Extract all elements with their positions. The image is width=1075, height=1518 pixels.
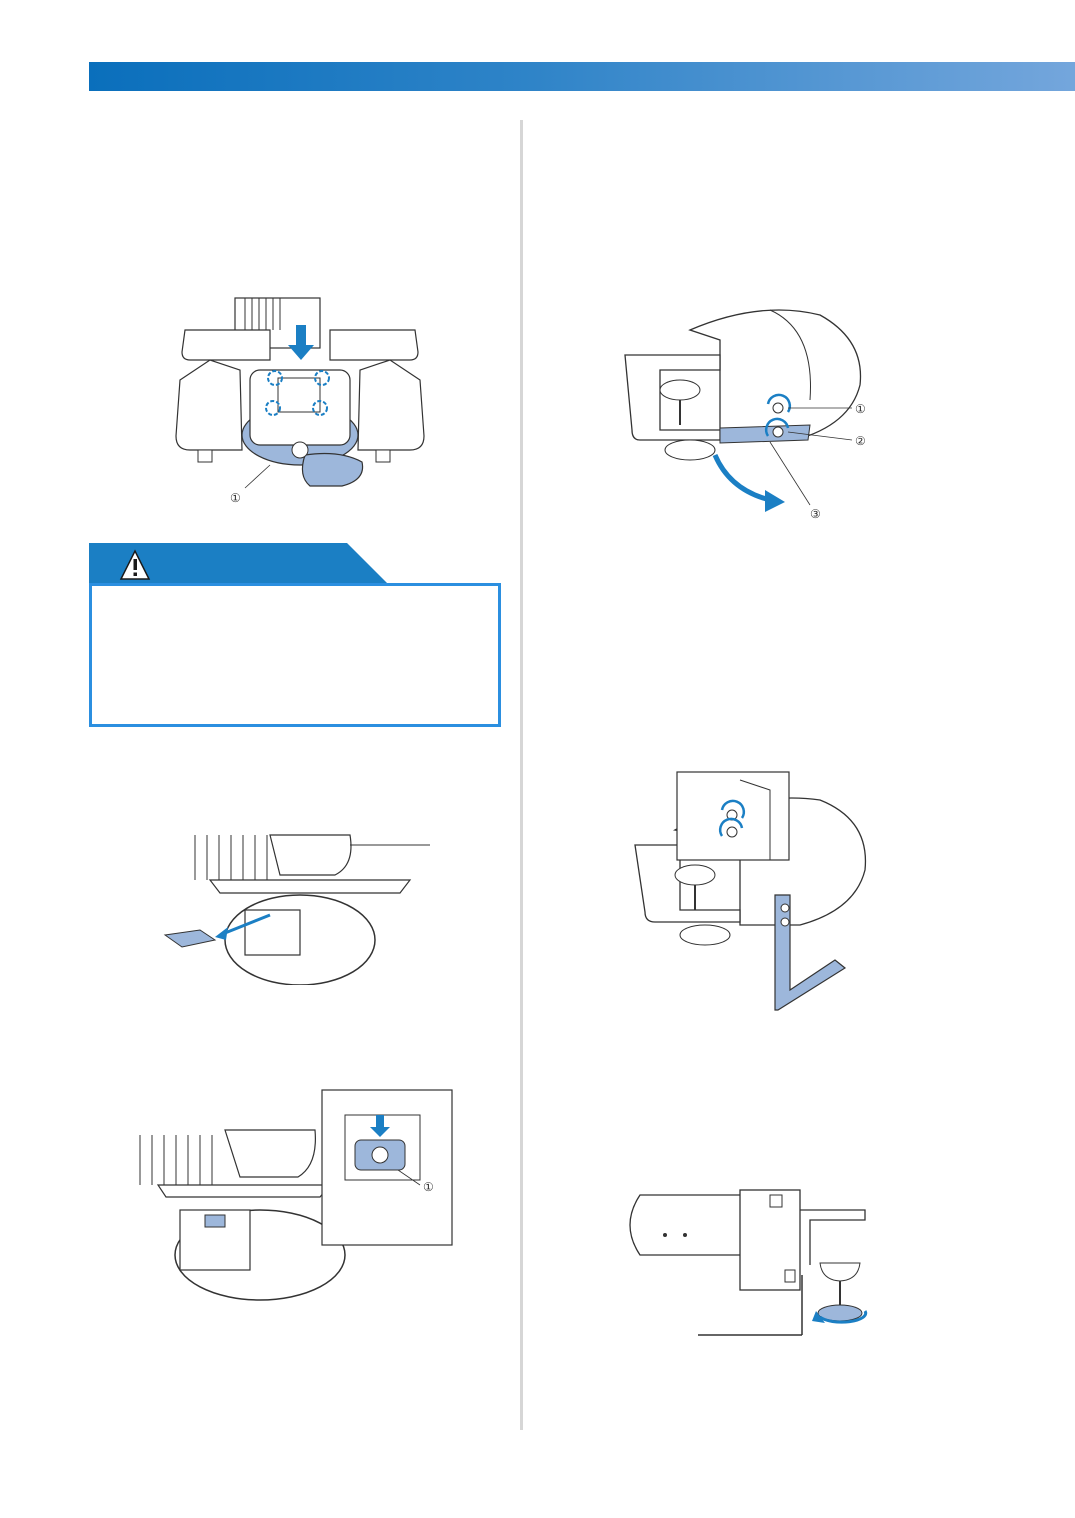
figure-bar-attached <box>634 771 867 1011</box>
header-bar <box>89 62 1075 91</box>
warning-box <box>89 583 501 727</box>
callout-2: ② <box>855 434 866 448</box>
figure-needle-plate: ① <box>139 1089 453 1301</box>
figure-cap-frame-parts: ① ② ③ <box>624 309 866 520</box>
callout-3: ③ <box>810 507 821 520</box>
column-divider <box>520 120 523 1430</box>
warning-tab <box>89 543 387 583</box>
callout-1: ① <box>855 402 866 416</box>
callout-1: ① <box>423 1180 434 1194</box>
callout-1: ① <box>230 491 241 505</box>
figure-side-clamp <box>629 1189 868 1336</box>
figure-remove-plate <box>163 834 430 985</box>
figure-front-install: ① <box>175 297 425 505</box>
